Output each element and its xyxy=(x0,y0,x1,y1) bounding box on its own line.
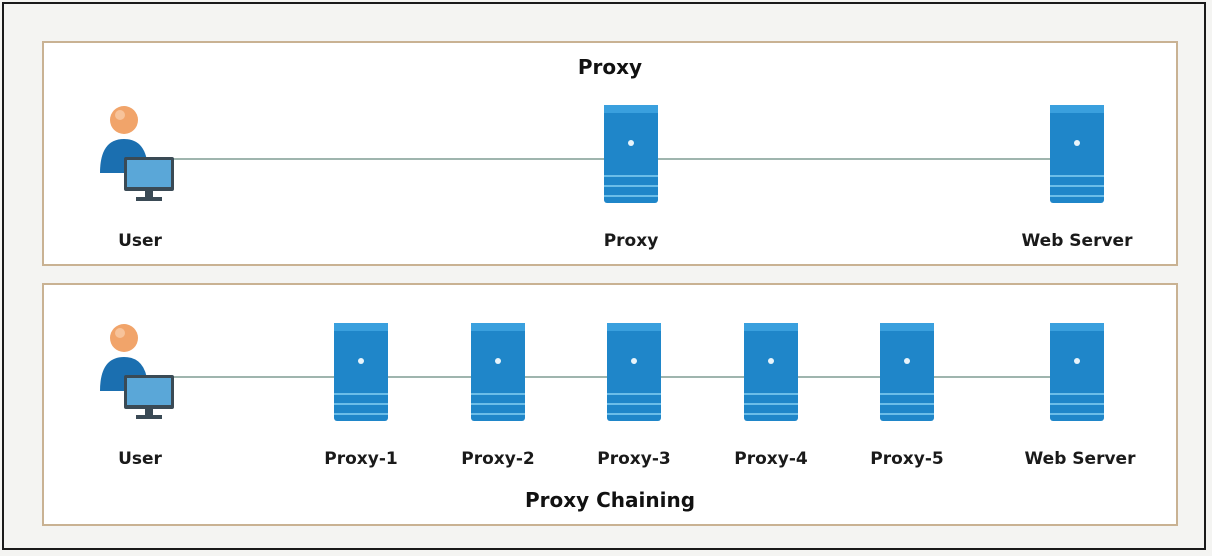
proxy-chaining-panel: User Proxy-1 xyxy=(42,283,1178,526)
proxy-1-node xyxy=(334,323,388,421)
user-computer-icon xyxy=(96,103,178,203)
proxy-3-node xyxy=(607,323,661,421)
user-node xyxy=(96,321,178,421)
user-node xyxy=(96,103,178,203)
server-icon xyxy=(744,323,798,421)
node-label: Proxy-5 xyxy=(870,449,944,469)
node-label: Web Server xyxy=(1024,449,1136,469)
web-server-node xyxy=(1050,105,1104,203)
server-icon xyxy=(334,323,388,421)
proxy-server-node xyxy=(604,105,658,203)
proxy-panel-title: Proxy xyxy=(577,55,643,79)
server-icon xyxy=(880,323,934,421)
server-icon xyxy=(1050,105,1104,203)
server-icon xyxy=(604,105,658,203)
diagram-frame: Proxy User xyxy=(2,2,1206,550)
node-label: Proxy-1 xyxy=(324,449,398,469)
node-label: User xyxy=(118,231,162,251)
web-server-node xyxy=(1050,323,1104,421)
node-label: Proxy-4 xyxy=(734,449,808,469)
node-label: Proxy-2 xyxy=(461,449,535,469)
proxy-2-node xyxy=(471,323,525,421)
node-label: Proxy-3 xyxy=(597,449,671,469)
node-label: Web Server xyxy=(1021,231,1133,251)
node-label: Proxy xyxy=(603,231,659,251)
proxy-4-node xyxy=(744,323,798,421)
proxy-5-node xyxy=(880,323,934,421)
proxy-panel: Proxy User xyxy=(42,41,1178,266)
server-icon xyxy=(607,323,661,421)
node-label: User xyxy=(118,449,162,469)
server-icon xyxy=(1050,323,1104,421)
proxy-chaining-panel-title: Proxy Chaining xyxy=(524,488,696,512)
user-computer-icon xyxy=(96,321,178,421)
server-icon xyxy=(471,323,525,421)
